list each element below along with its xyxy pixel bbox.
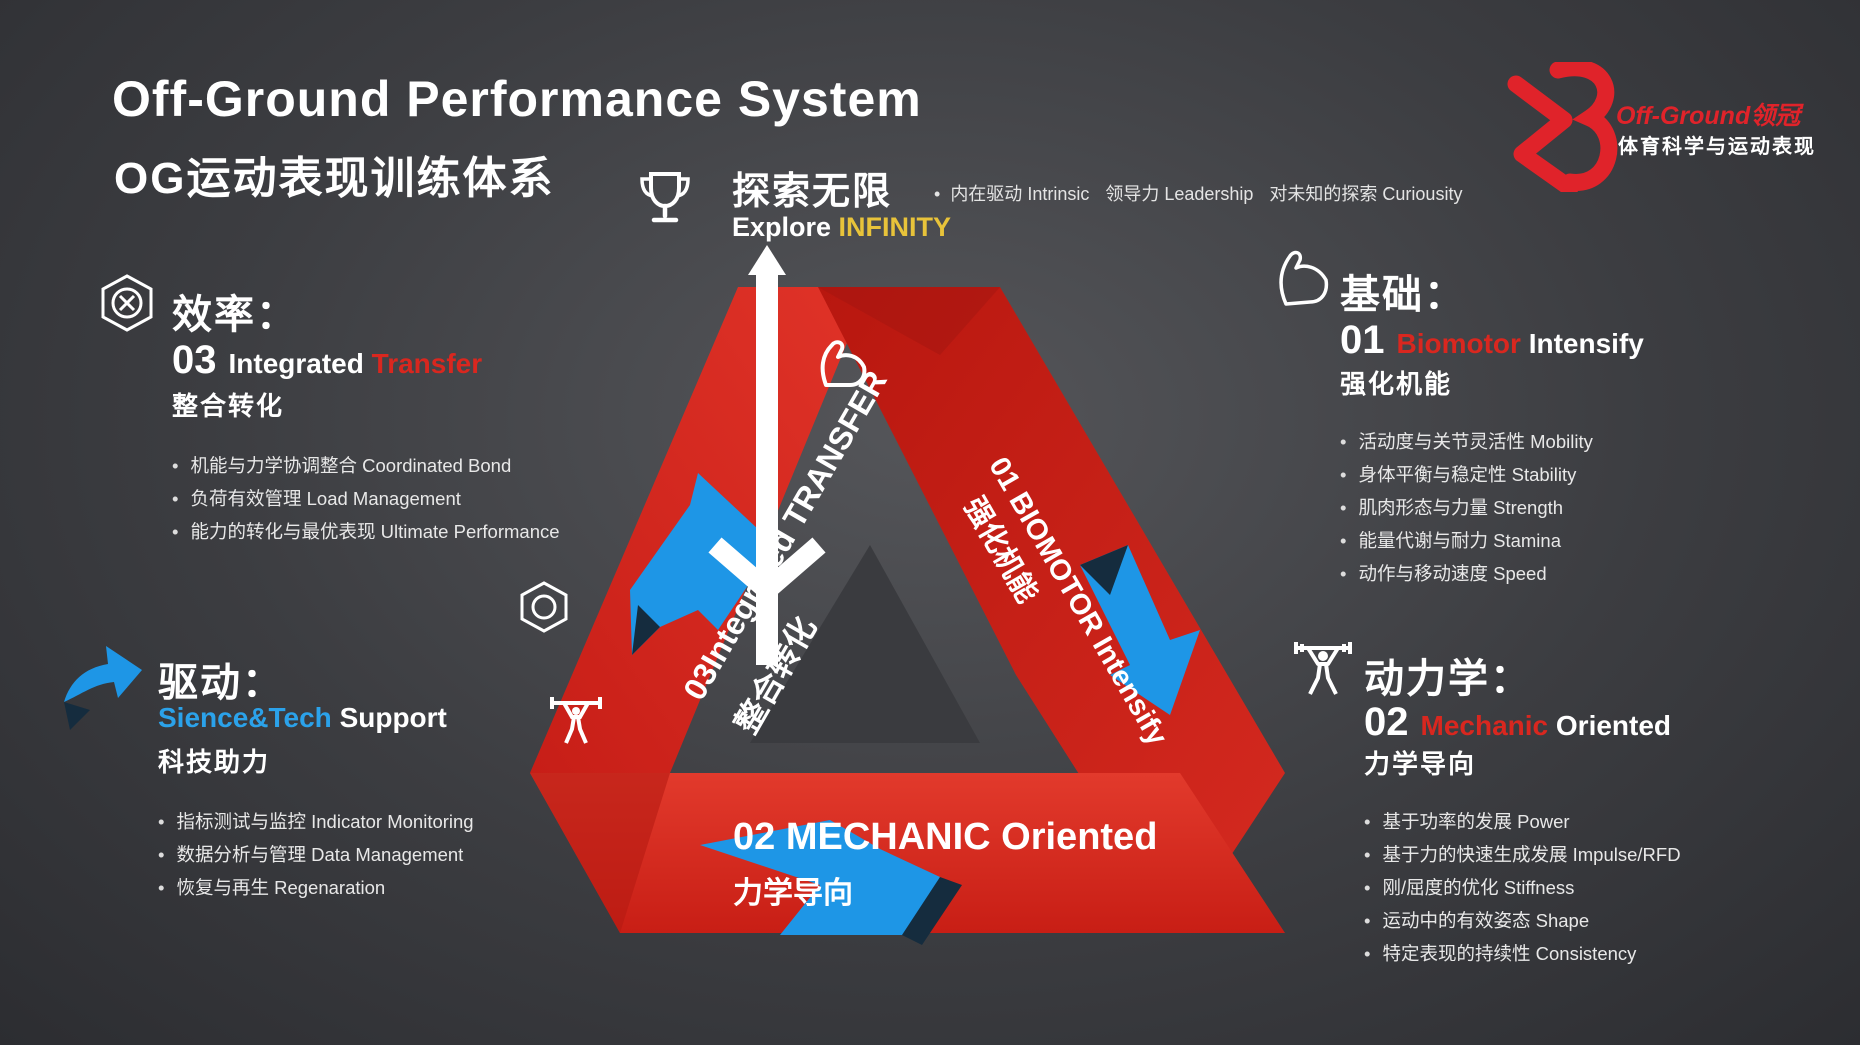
list-item: 刚/屈度的优化 Stiffness [1364,874,1681,907]
list-item: 肌肉形态与力量 Strength [1340,494,1593,527]
drive-title: Sience&Tech Support [158,702,447,733]
list-item: 恢复与再生 Regenaration [158,874,474,907]
mechanic-band-icon [550,697,602,744]
efficiency-list: 机能与力学协调整合 Coordinated Bond 负荷有效管理 Load M… [172,452,560,551]
triangle-bottom-label: 02 MECHANIC Oriented [733,816,1158,858]
explore-title-cn: 探索无限 [732,171,893,213]
center-arrow [708,245,826,665]
explore-title-en: Explore INFINITY [732,212,952,242]
list-item: 机能与力学协调整合 Coordinated Bond [172,452,560,485]
blue-arrow-left [630,473,775,655]
blue-arrow-icon [64,646,142,730]
weightlifter-icon [1294,642,1352,695]
foundation-heading: 基础： [1340,273,1466,317]
list-item: 动作与移动速度 Speed [1340,560,1593,593]
logo-text-en: Off-Ground领冠 [1616,102,1801,130]
flexed-arm-icon [1279,250,1329,306]
list-item: 能量代谢与耐力 Stamina [1340,527,1593,560]
explore-tag: 领导力 Leadership [1105,184,1254,204]
biomotor-arm-icon [820,340,867,387]
mechanics-cn: 力学导向 [1364,749,1477,779]
triangle-bottom-cn: 力学导向 [733,877,853,910]
og-logo-icon [1507,62,1618,192]
foundation-cn: 强化机能 [1340,369,1453,399]
integration-band-icon [520,581,568,633]
page-title: Off-Ground Performance System [112,71,922,127]
list-item: 基于力的快速生成发展 Impulse/RFD [1364,841,1680,874]
list-item: 能力的转化与最优表现 Ultimate Performance [172,518,559,551]
logo-subtitle: 体育科学与运动表现 [1618,136,1816,158]
drive-heading: 驱动： [158,661,284,705]
penrose-triangle-diagram [520,245,1285,945]
efficiency-heading: 效率： [172,293,298,337]
integration-cycle-icon [101,274,153,332]
mechanics-heading: 动力学： [1364,657,1532,701]
list-item: 特定表现的持续性 Consistency [1364,940,1681,973]
list-item: 身体平衡与稳定性 Stability [1340,461,1593,494]
drive-cn: 科技助力 [158,747,271,777]
list-item: 运动中的有效姿态 Shape [1364,907,1681,940]
explore-tag: 内在驱动 Intrinsic [950,184,1090,204]
blue-arrow-bottom [700,820,940,935]
trophy-icon [640,172,690,223]
foundation-list: 活动度与关节灵活性 Mobility 身体平衡与稳定性 Stability 肌肉… [1340,428,1593,593]
bottom-band [530,773,1285,933]
right-band [818,287,1285,933]
list-item: 活动度与关节灵活性 Mobility [1340,428,1592,461]
page-subtitle: OG运动表现训练体系 [114,154,555,203]
explore-tag: 对未知的探索 Curiousity [1269,184,1463,204]
list-item: 数据分析与管理 Data Management [158,841,474,874]
list-item: 指标测试与监控 Indicator Monitoring [158,808,473,841]
drive-list: 指标测试与监控 Indicator Monitoring 数据分析与管理 Dat… [158,808,474,907]
efficiency-cn: 整合转化 [172,391,285,421]
mechanics-list: 基于功率的发展 Power 基于力的快速生成发展 Impulse/RFD 刚/屈… [1364,808,1681,973]
list-item: 基于功率的发展 Power [1364,808,1681,841]
list-item: 负荷有效管理 Load Management [172,485,560,518]
